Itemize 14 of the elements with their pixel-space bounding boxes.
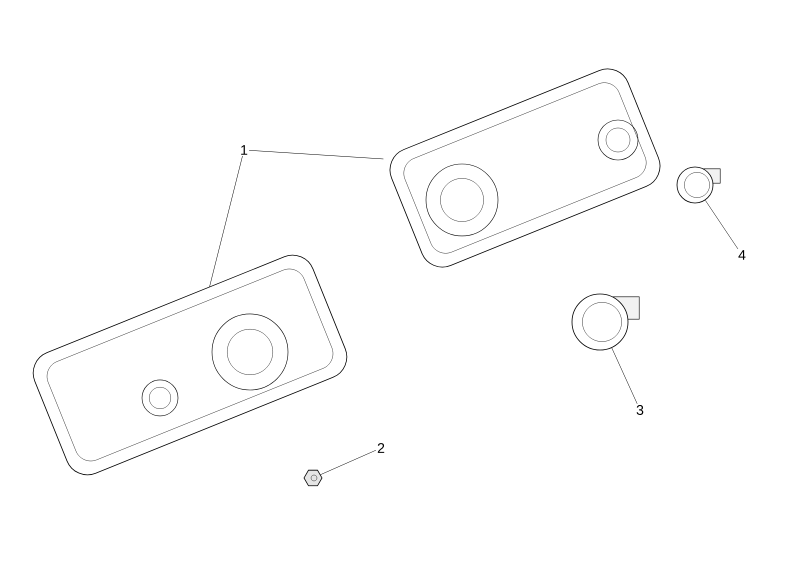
headlamp-drawing [142, 314, 288, 416]
bulb-drawing [676, 166, 720, 204]
bulb-drawing [572, 294, 640, 350]
leader-line [248, 150, 384, 160]
callout-number: 1 [241, 145, 248, 155]
leader-line [209, 156, 243, 287]
leader-line [612, 348, 638, 404]
callout-number: 3 [636, 405, 644, 415]
callout-number: 4 [738, 250, 746, 260]
leader-line [705, 200, 738, 250]
leader-line [320, 450, 376, 475]
nut-drawing [304, 470, 322, 486]
headlamp-drawing [426, 120, 638, 236]
callout-number: 2 [378, 443, 384, 453]
